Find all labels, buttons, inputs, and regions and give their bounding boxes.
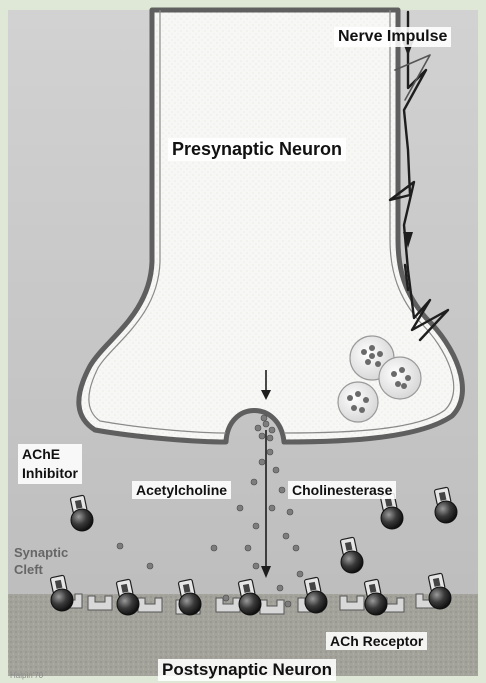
nerve-impulse-label: Nerve Impulse bbox=[334, 27, 451, 47]
ache-inhibitor-label: AChE Inhibitor bbox=[18, 444, 82, 484]
presynaptic-neuron-label: Presynaptic Neuron bbox=[168, 138, 346, 161]
postsynaptic-neuron-label: Postsynaptic Neuron bbox=[158, 659, 336, 681]
ach-receptor-label: ACh Receptor bbox=[326, 632, 427, 650]
synaptic-cleft-label: Synaptic Cleft bbox=[10, 544, 72, 580]
cholinesterase-label: Cholinesterase bbox=[288, 481, 396, 499]
acetylcholine-label: Acetylcholine bbox=[132, 481, 231, 499]
artist-signature: Halpin'70 bbox=[6, 670, 47, 681]
